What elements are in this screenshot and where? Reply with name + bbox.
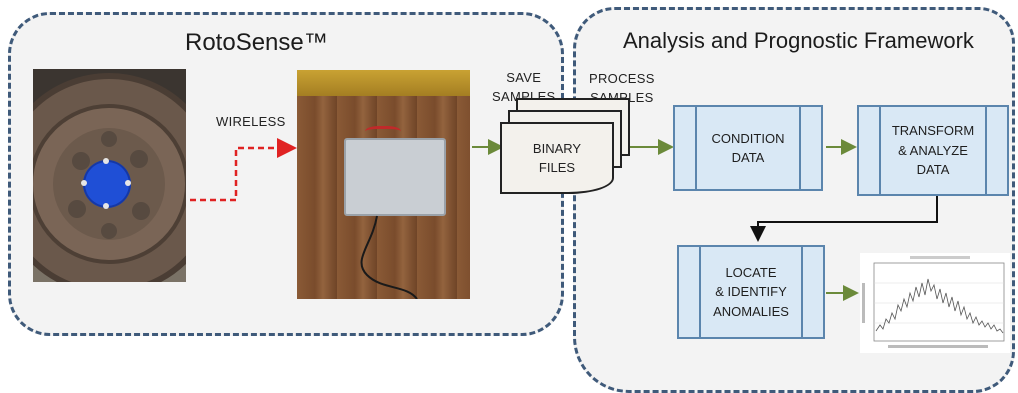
locate-identify-box: LOCATE & IDENTIFY ANOMALIES (677, 245, 825, 339)
transform-to-locate-arrow (750, 196, 938, 242)
red-wires (365, 126, 401, 139)
condition-data-box: CONDITION DATA (673, 105, 823, 191)
transform-analyze-label: TRANSFORM & ANALYZE DATA (891, 123, 975, 178)
rotosense-title: RotoSense™ (185, 29, 328, 56)
wireless-arrow (190, 138, 297, 202)
sensor-enclosure-box-icon (344, 138, 446, 216)
analysis-framework-title: Analysis and Prognostic Framework (623, 28, 974, 53)
blue-sensor-puck-icon (81, 158, 131, 209)
sensor-enclosure-photo (297, 70, 470, 299)
top-rail (297, 70, 470, 96)
file-sheet-front: BINARY FILES (500, 122, 614, 194)
binary-files-label: BINARY FILES (532, 140, 582, 176)
anomaly-plot-thumbnail (860, 253, 1010, 353)
locate-identify-label: LOCATE & IDENTIFY ANOMALIES (713, 264, 789, 319)
wireless-label: WIRELESS (216, 114, 286, 129)
condition-data-label: CONDITION DATA (711, 130, 785, 166)
wheel-photo (33, 69, 186, 282)
transform-analyze-box: TRANSFORM & ANALYZE DATA (857, 105, 1009, 196)
